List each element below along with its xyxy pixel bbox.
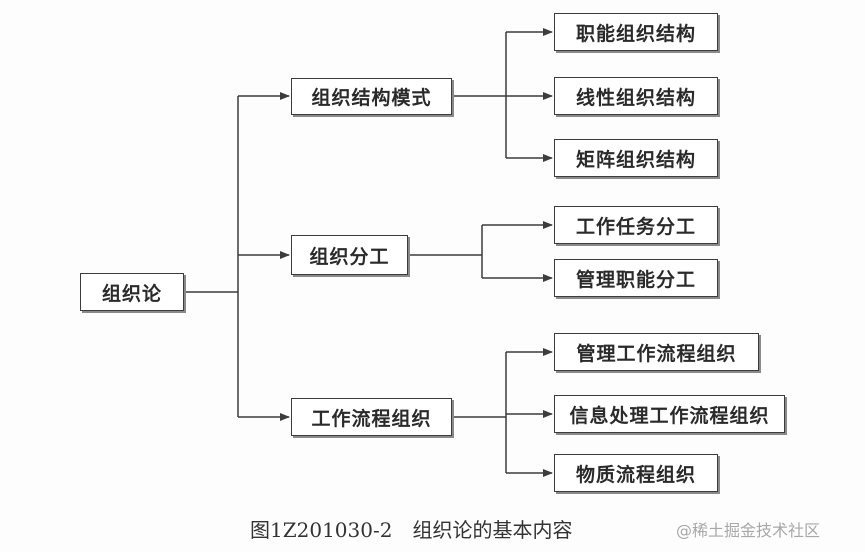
leaf-node-management-function-division: 管理职能分工 [554, 259, 718, 297]
leaf-node-task-division: 工作任务分工 [554, 206, 718, 244]
leaf-node-matrix-structure: 矩阵组织结构 [554, 139, 718, 177]
leaf-node-linear-structure: 线性组织结构 [554, 77, 718, 115]
leaf-node-functional-structure: 职能组织结构 [554, 13, 718, 51]
watermark: @稀土掘金技术社区 [676, 521, 821, 540]
leaf-node-management-workflow: 管理工作流程组织 [554, 333, 759, 371]
branch-node-division-of-labor: 组织分工 [291, 235, 408, 275]
leaf-node-material-workflow: 物质流程组织 [554, 454, 718, 492]
leaf-node-information-workflow: 信息处理工作流程组织 [554, 395, 785, 433]
branch-node-workflow-org: 工作流程组织 [291, 398, 452, 436]
root-node: 组织论 [80, 273, 184, 311]
figure-caption: 图1Z201030-2 组织论的基本内容 [250, 518, 573, 542]
branch-node-org-structure: 组织结构模式 [291, 78, 452, 115]
